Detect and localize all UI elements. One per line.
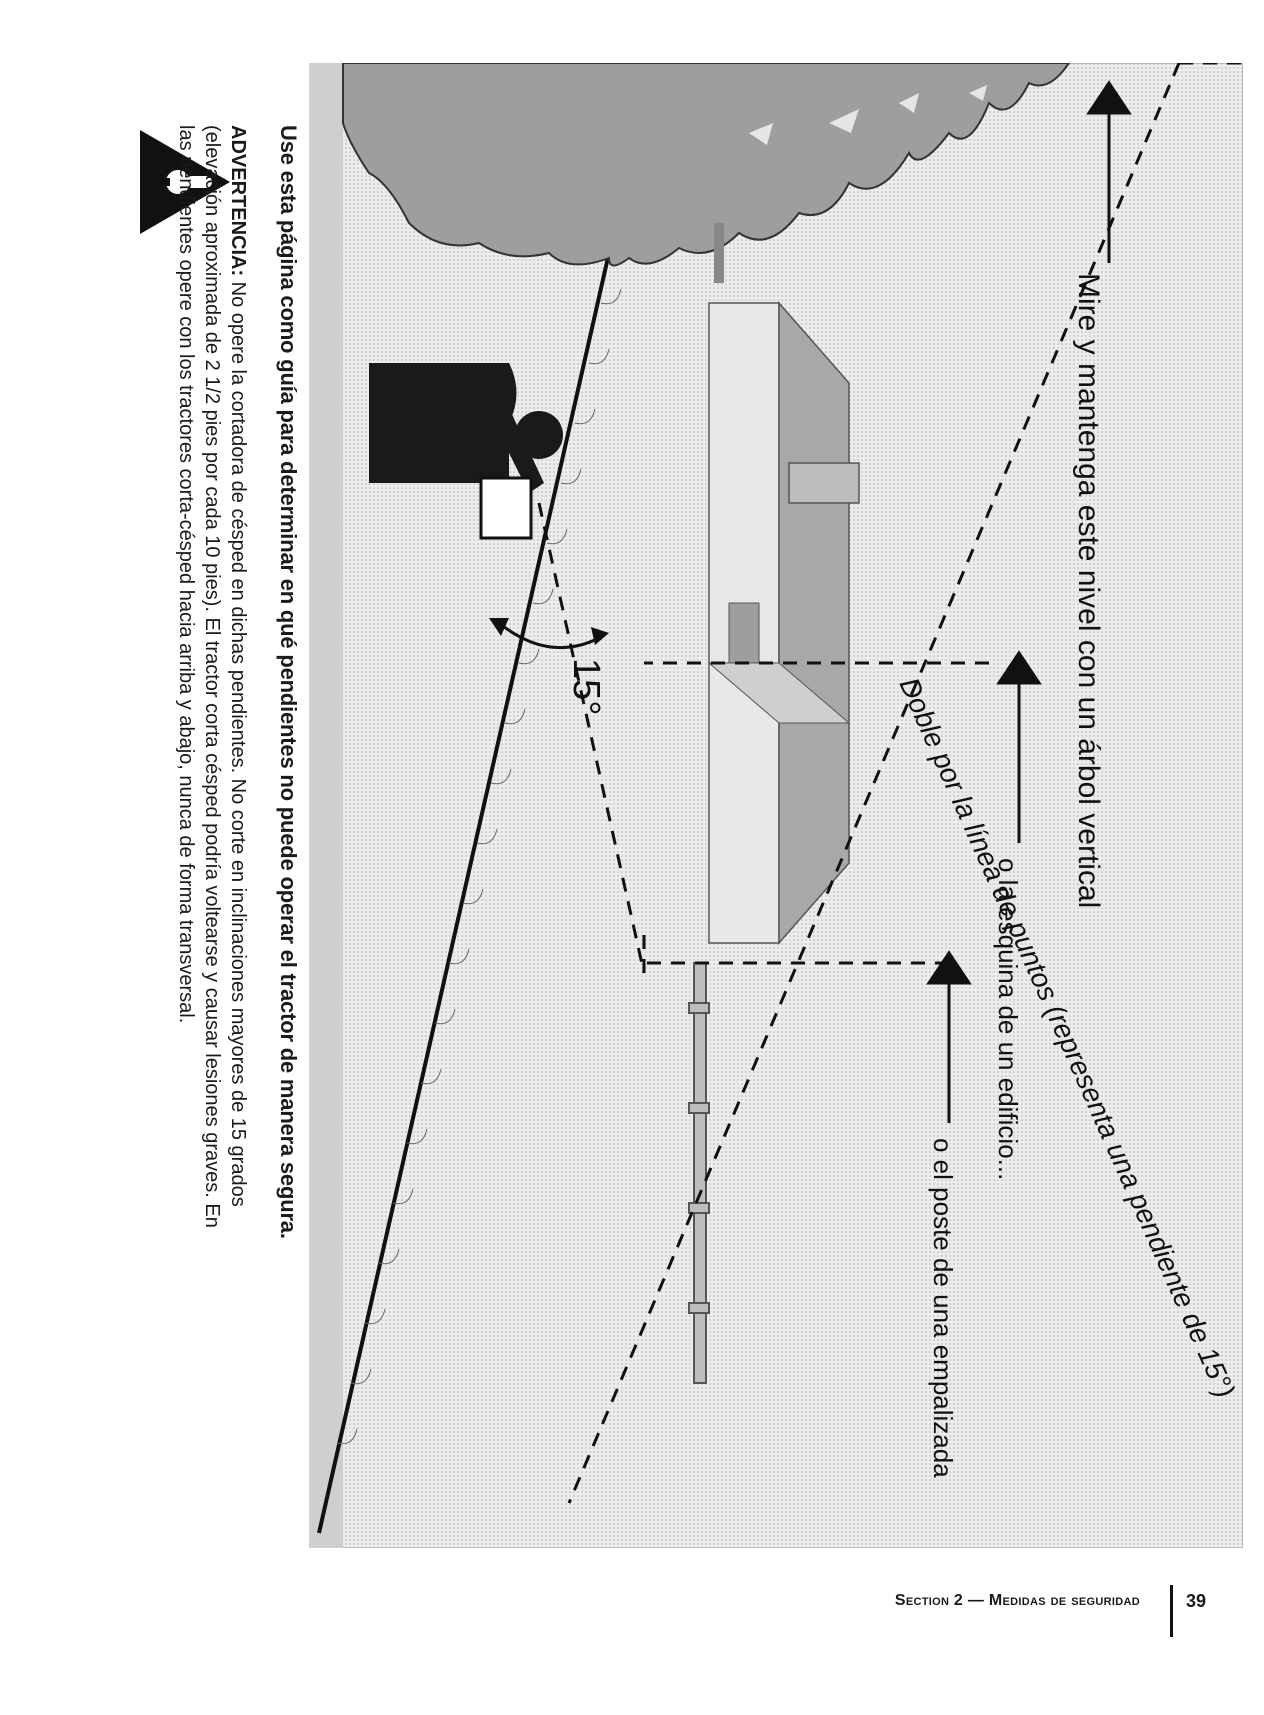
house xyxy=(707,301,860,945)
warning-line-2: (elevación aproximada de 2 1/2 pies por … xyxy=(201,125,223,1228)
fence-caption: o el poste de una empalizada xyxy=(928,1138,958,1478)
angle-arrow-right-icon xyxy=(591,627,609,645)
dashed-lines xyxy=(537,63,1243,1504)
tree-canopy-holes xyxy=(749,85,987,145)
person-silhouette xyxy=(369,363,563,493)
tree-trunk xyxy=(714,223,724,283)
page-number: 39 xyxy=(1186,1591,1207,1611)
warning-line-1: ADVERTENCIA: No opere la cortadora de cé… xyxy=(225,125,251,1517)
slope-guide-illustration: Mire y mantenga este nivel con un árbol … xyxy=(309,63,1243,1548)
slope-ground xyxy=(309,63,343,1548)
tree-canopy xyxy=(342,63,1071,267)
footer-divider xyxy=(1170,1585,1173,1637)
up-arrow-icon xyxy=(926,80,1132,1123)
warning-body: ADVERTENCIA: No opere la cortadora de cé… xyxy=(173,125,251,1517)
angle-label: 15° xyxy=(565,658,607,715)
warning-text-block: Use esta página como guía para determina… xyxy=(151,125,301,1517)
top-caption: Mire y mantenga este nivel con un árbol … xyxy=(1072,273,1105,908)
fence xyxy=(688,962,710,1384)
warning-triangle-icon xyxy=(140,130,230,234)
slope-line xyxy=(317,252,611,1534)
warning-line-3: las pendientes opere con los tractores c… xyxy=(175,125,197,1024)
warning-label: ADVERTENCIA: xyxy=(227,125,249,277)
slope-grass-blades xyxy=(336,288,622,1445)
warning-line-1-text: No opere la cortadora de césped en dicha… xyxy=(227,276,249,1207)
building-caption: o la esquina de un edificio... xyxy=(993,858,1023,1180)
angle-arrow-left-icon xyxy=(489,618,509,636)
warning-heading: Use esta página como guía para determina… xyxy=(276,125,301,1239)
angle-arc xyxy=(498,621,600,650)
sighting-card xyxy=(479,476,533,540)
footer-section-title: Section 2 — Medidas de seguridad xyxy=(894,1592,1140,1609)
